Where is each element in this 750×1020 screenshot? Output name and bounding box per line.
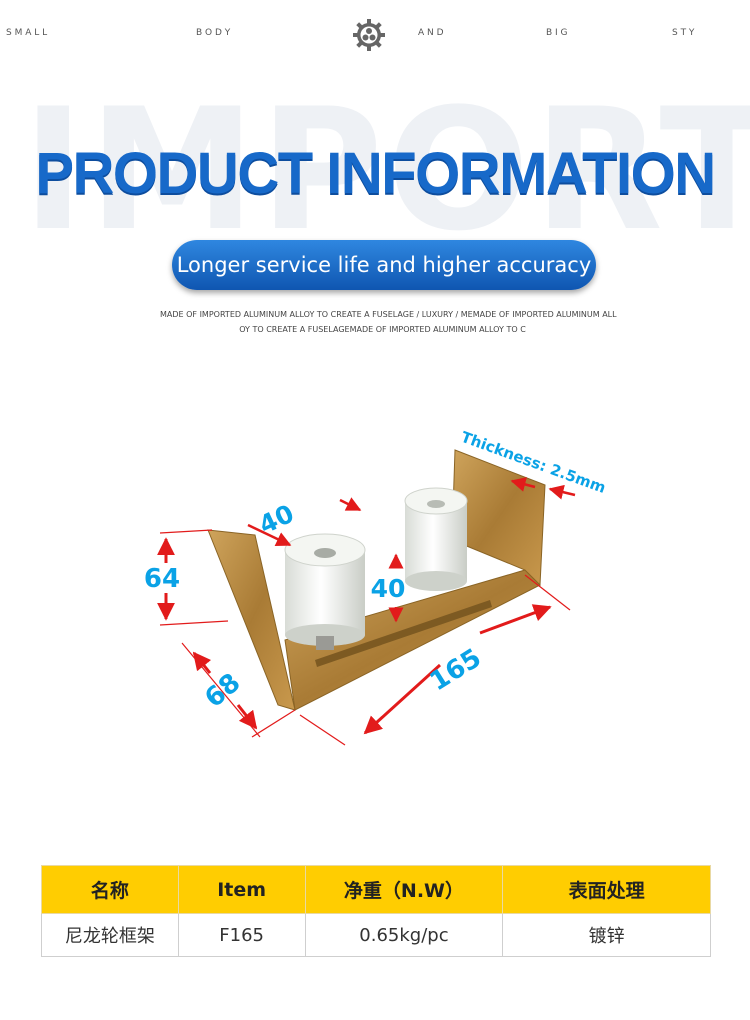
dim-40-arrow-left [247, 523, 292, 547]
tagline-left-2: B O D Y [196, 28, 231, 38]
page-title: PRODUCT INFORMATION [35, 141, 716, 206]
description-line-2: OY TO CREATE A FUSELAGEMADE OF IMPORTED … [239, 325, 526, 334]
tagline-left-1: S M A L L [6, 28, 48, 38]
dim-68-arrow-down [236, 704, 258, 730]
tagline-right-3: S T Y [672, 28, 695, 38]
thickness-arrow-left [510, 477, 536, 492]
tagline-right-2: B I G [546, 28, 568, 38]
dim-165-label: 165 [425, 643, 487, 697]
dim-40-height-label: 40 [371, 574, 406, 603]
base-slot [315, 600, 492, 667]
spec-cell-item: F165 [177, 913, 306, 957]
dim-64-bottom-line [159, 620, 229, 626]
spec-cell-surface: 镀锌 [502, 913, 711, 957]
spec-header-surface: 表面处理 [502, 865, 711, 914]
spec-table: 名称 Item 净重（N.W） 表面处理 尼龙轮框架 F165 0.65kg/p… [41, 865, 711, 957]
description-line-1: MADE OF IMPORTED ALUMINUM ALLOY TO CREAT… [160, 310, 617, 319]
top-tagline: S M A L L B O D Y A N D B I G S T Y [0, 18, 750, 52]
spec-table-header: 名称 Item 净重（N.W） 表面处理 [41, 865, 711, 914]
slogan-pill: Longer service life and higher accuracy [172, 240, 596, 290]
spec-header-item: Item [177, 865, 306, 914]
dim-165-arrow-left [363, 663, 442, 735]
spec-cell-name: 尼龙轮框架 [41, 913, 179, 957]
product-image: 64 68 165 40 40 Thickness: 2.5mm [144, 428, 608, 746]
gear-icon [353, 19, 385, 51]
dim-64-label: 64 [144, 564, 180, 594]
slogan-text: Longer service life and higher accuracy [176, 253, 592, 277]
dim-68-arrow-up [192, 651, 212, 674]
dim-40-diameter-label: 40 [255, 499, 299, 540]
table-row: 尼龙轮框架 F165 0.65kg/pc 镀锌 [41, 913, 711, 957]
axle-bolt [316, 636, 334, 650]
nylon-wheel-back [404, 487, 468, 591]
watermark-text: IMPORT [22, 72, 750, 268]
spec-cell-weight: 0.65kg/pc [304, 913, 504, 957]
thickness-arrow-right [548, 484, 576, 500]
dim-40-arrow-right [339, 497, 362, 512]
dim-165-start-line [524, 574, 571, 611]
dim-64-top-line [159, 529, 213, 534]
dim-165-arrow-right [479, 604, 552, 635]
tagline-right-1: A N D [418, 28, 444, 38]
nylon-wheel-front [284, 533, 366, 646]
spec-header-weight: 净重（N.W） [304, 865, 504, 914]
spec-header-name: 名称 [41, 865, 179, 914]
dim-165-end-line [299, 714, 346, 746]
dim-68-end-line [251, 709, 296, 738]
